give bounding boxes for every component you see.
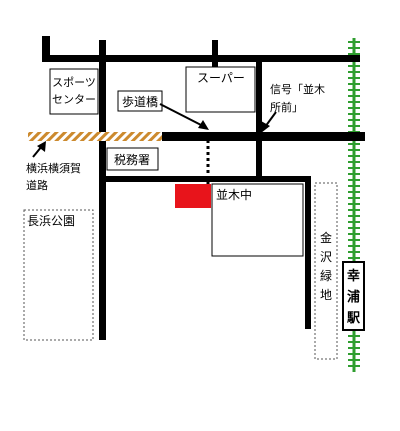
nagahama-park-area [23, 209, 94, 341]
station-label-3: 駅 [346, 311, 361, 326]
kanazawa-green-label-3: 緑 [320, 268, 332, 283]
road-main [160, 132, 365, 141]
expressway-label-2: 道路 [26, 178, 48, 192]
nagahama-park-label: 長浜公園 [27, 214, 75, 228]
road-vertical-2 [212, 40, 218, 70]
arrow-expressway [32, 141, 46, 158]
tax-office-label: 税務署 [114, 153, 150, 167]
sports-center-box [49, 68, 99, 115]
arrow-signal [261, 111, 277, 133]
road-right [305, 176, 311, 329]
arrow-footbridge [159, 103, 209, 130]
road-middle [99, 176, 307, 182]
sports-center-label-2: センター [52, 93, 96, 106]
roads [42, 36, 365, 340]
road-vertical-1 [99, 40, 106, 340]
kanazawa-green-label-1: 金 [320, 230, 332, 245]
road-vertical-3 [256, 62, 262, 182]
kanazawa-green-area [314, 182, 338, 360]
tax-office-box [106, 147, 159, 171]
footbridge-box [117, 90, 163, 112]
supermarket-box [185, 66, 256, 113]
kanazawa-green-label-2: 沢 [320, 250, 332, 264]
sports-center-label-1: スポーツ [52, 76, 96, 89]
road-top [42, 55, 360, 62]
signal-label-2: 所前」 [270, 100, 303, 114]
expressway-label-1: 横浜横須賀 [26, 161, 81, 175]
sachiura-station-box [342, 261, 365, 331]
namiki-junior-high-box [211, 183, 304, 257]
supermarket-label: スーパー [197, 71, 245, 85]
station-label-1: 幸 [347, 268, 360, 284]
school-highlight [175, 184, 211, 208]
signal-label-1: 信号「並木 [270, 82, 325, 96]
expressway [28, 132, 162, 141]
road-left-stub [42, 36, 50, 62]
footbridge-label: 歩道橋 [122, 94, 158, 109]
namiki-junior-high-label: 並木中 [216, 187, 252, 202]
station-label-2: 浦 [347, 289, 360, 305]
kanazawa-green-label-4: 地 [320, 288, 332, 302]
